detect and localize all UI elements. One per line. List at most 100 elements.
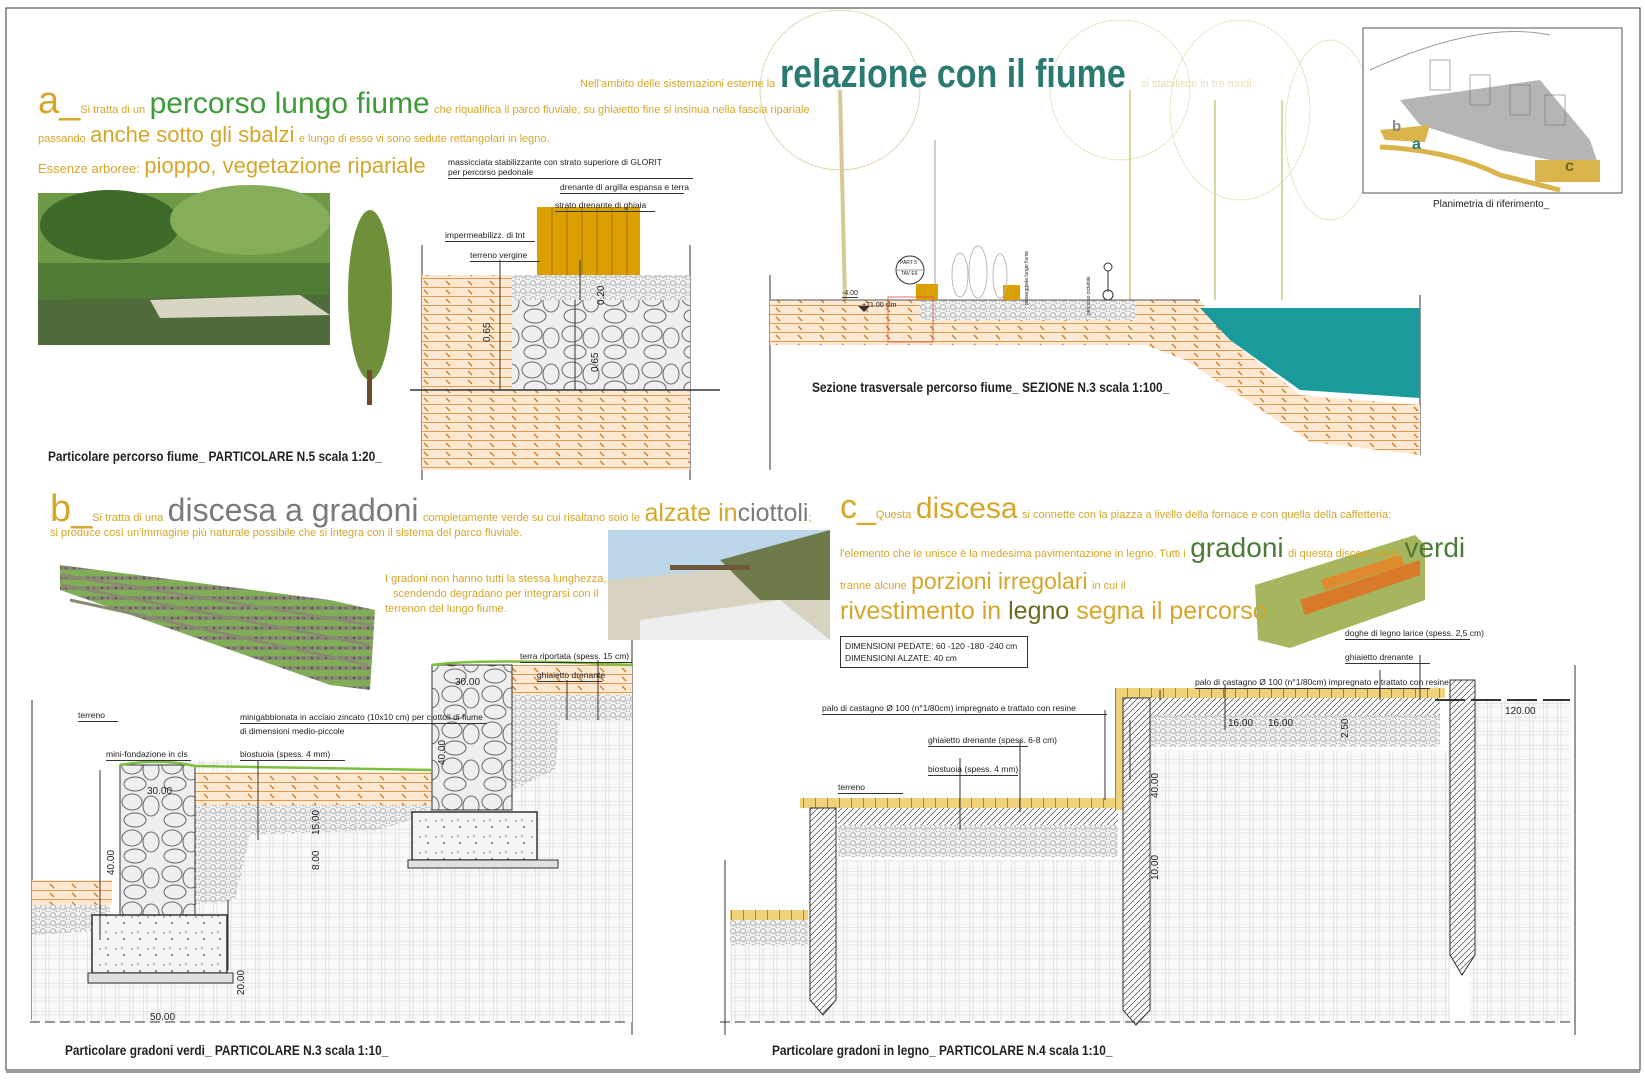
dim: 40.00 bbox=[106, 849, 117, 875]
dim: 40.00 bbox=[1150, 772, 1161, 798]
dim: 15.00 bbox=[311, 809, 322, 835]
label-tnt: impermeabilizz. di tnt bbox=[445, 230, 535, 242]
highlight-discesa-c: discesa bbox=[915, 492, 1018, 525]
section-b-line1: b_Si tratta di una discesa a gradoni com… bbox=[50, 488, 812, 531]
highlight-essenze: pioppo, vegetazione ripariale bbox=[144, 153, 426, 178]
text: Si tratta di un bbox=[80, 104, 146, 116]
tree-elevations bbox=[759, 9, 1376, 301]
page-title: relazione con il fiume bbox=[779, 52, 1126, 96]
highlight-percorso: percorso lungo fiume bbox=[149, 87, 430, 120]
text: ; bbox=[808, 512, 812, 524]
cyclist-figure bbox=[1102, 262, 1114, 301]
section-c-line4: rivestimento in legno segna il percorso bbox=[840, 597, 1267, 626]
text: si connette con la piazza a livello dell… bbox=[1022, 509, 1392, 521]
section-a-line2: passando anche sotto gli sbalzi e lungo … bbox=[38, 122, 550, 148]
label-ghiaietto: ghiaietto drenante bbox=[537, 670, 606, 682]
section-c-line1: c_Questa discesa si connette con la piaz… bbox=[840, 488, 1391, 527]
dim: 16.00 bbox=[1228, 718, 1254, 729]
level-minus4: -4.00 bbox=[842, 290, 858, 298]
river-water bbox=[1200, 308, 1420, 398]
label-palo-2: palo di castagno Ø 100 (n°1/80cm) impreg… bbox=[822, 703, 1107, 715]
level-slm: +71.00 slm bbox=[862, 302, 897, 309]
dim: 2.50 bbox=[1340, 718, 1351, 738]
dims-alzate: DIMENSIONI ALZATE: 40 cm bbox=[845, 653, 957, 663]
highlight-ciottoli: ciottoli bbox=[737, 499, 809, 527]
label-terra-riportata: terra riportata (spess. 15 cm) bbox=[520, 651, 632, 663]
label-doghe: doghe di legno larice (spess. 2,5 cm) bbox=[1345, 628, 1484, 640]
dim: 40.00 bbox=[437, 739, 448, 765]
highlight-gradoni: gradoni bbox=[1190, 532, 1284, 563]
text: in cui il bbox=[1092, 580, 1126, 592]
section-c-line3: tranne alcune porzioni irregolari in cui… bbox=[840, 568, 1126, 595]
dim: 20.00 bbox=[236, 969, 247, 995]
callout-tav: TAV E6 bbox=[901, 271, 918, 277]
detail-c-drawing bbox=[720, 655, 1576, 1035]
label-dimensioni: di dimensioni medio-piccole bbox=[240, 726, 345, 736]
text: l'elemento che le unisce è la medesima p… bbox=[840, 548, 1186, 560]
sheet-frame bbox=[5, 7, 1641, 1071]
caption-section: Sezione trasversale percorso fiume_ SEZI… bbox=[812, 380, 1170, 395]
label-passeggiata: passeggiata lungo fiume bbox=[1024, 250, 1030, 305]
dim: 0.65 bbox=[482, 322, 493, 342]
highlight-legno: legno bbox=[1008, 597, 1070, 625]
text: che riqualifica il parco fluviale; su gh… bbox=[434, 104, 810, 116]
dim: 120.00 bbox=[1505, 706, 1536, 717]
green-steps-render bbox=[59, 565, 375, 690]
section-b-line2: si produce così un'immagine più naturale… bbox=[50, 527, 523, 539]
dim: 30.00 bbox=[455, 677, 481, 688]
dimensions-box: DIMENSIONI PEDATE: 60 -120 -180 -240 cm … bbox=[840, 636, 1028, 668]
dim: 16.00 bbox=[1268, 718, 1294, 729]
header-intro: Nell'ambito delle sistemazioni esterne l… bbox=[580, 78, 776, 90]
river-park-photo bbox=[38, 185, 330, 345]
dims-pedate: DIMENSIONI PEDATE: 60 -120 -180 -240 cm bbox=[845, 641, 1018, 651]
highlight-sbalzi: anche sotto gli sbalzi bbox=[90, 122, 295, 147]
detail-a-drawing bbox=[410, 207, 720, 480]
section-a-line1: a_Si tratta di un percorso lungo fiume c… bbox=[38, 80, 810, 123]
label-biostuoia: biostuoia (spess. 4 mm) bbox=[240, 749, 345, 761]
callout-part: PART 5 bbox=[900, 260, 917, 266]
text: rivestimento in bbox=[840, 597, 1002, 625]
note-line: I gradoni non hanno tutti la stessa lung… bbox=[385, 573, 607, 585]
caption-plan: Planimetria di riferimento_ bbox=[1433, 199, 1550, 210]
section-b-note: I gradoni non hanno tutti la stessa lung… bbox=[385, 572, 606, 617]
text: segna il percorso bbox=[1076, 597, 1267, 625]
wood-steps-render bbox=[1255, 535, 1425, 648]
label-terreno-c: terreno bbox=[838, 782, 903, 794]
caption-detail-a: Particolare percorso fiume_ PARTICOLARE … bbox=[48, 449, 382, 464]
label-massicciata: massicciata stabilizzante con strato sup… bbox=[448, 157, 663, 167]
plan-letter-a: a bbox=[1412, 136, 1421, 153]
section-letter-a: a_ bbox=[38, 80, 81, 122]
plan-letter-c: c bbox=[1565, 158, 1574, 175]
dim: 0.65 bbox=[590, 352, 601, 372]
site-plan bbox=[1362, 27, 1623, 194]
section-a-line3: Essenze arboree: pioppo, vegetazione rip… bbox=[38, 153, 426, 179]
label-minigabbionata: minigabbionata in acciaio zincato (10x10… bbox=[240, 712, 487, 724]
text: e lungo di esso vi sono sedute rettangol… bbox=[298, 133, 550, 145]
label-terreno-vergine: terreno vergine bbox=[470, 250, 540, 262]
section-letter-c: c_ bbox=[840, 488, 876, 526]
label-ghiaietto-spess: ghiaietto drenante (spess. 6-8 cm) bbox=[928, 735, 1057, 747]
river-section-drawing bbox=[769, 245, 1421, 470]
section-c-line2: l'elemento che le unisce è la medesima p… bbox=[840, 532, 1465, 564]
dim: 8.00 bbox=[311, 850, 322, 870]
wood-seat bbox=[537, 207, 640, 275]
header-outro: si stabilisce in tre modi bbox=[1140, 78, 1252, 90]
highlight-discesa: discesa a gradoni bbox=[167, 492, 419, 528]
people-figures bbox=[951, 245, 1008, 299]
label-terreno: terreno bbox=[78, 710, 118, 722]
note-line: scendendo degradano per integrarsi con i… bbox=[392, 588, 599, 600]
highlight-verdi: verdi bbox=[1404, 532, 1466, 563]
label-biostuoia-c: biostuoia (spess. 4 mm) bbox=[928, 764, 1019, 776]
text: Si tratta di una bbox=[92, 512, 164, 524]
text: completamente verde su cui risaltano sol… bbox=[422, 512, 641, 524]
highlight-alzate: alzate in bbox=[644, 499, 738, 527]
text: Questa bbox=[875, 509, 912, 521]
header: Nell'ambito delle sistemazioni esterne l… bbox=[580, 52, 1252, 97]
label-mini-fondazione: mini-fondazione in cls bbox=[106, 749, 191, 761]
text: Essenze arboree: bbox=[38, 161, 140, 176]
dim: 50.00 bbox=[150, 1012, 176, 1023]
label-ghiaia: strato drenante di ghiaia bbox=[555, 200, 655, 212]
dim: 0.20 bbox=[596, 285, 607, 305]
poplar-tree-illustration bbox=[348, 210, 392, 405]
